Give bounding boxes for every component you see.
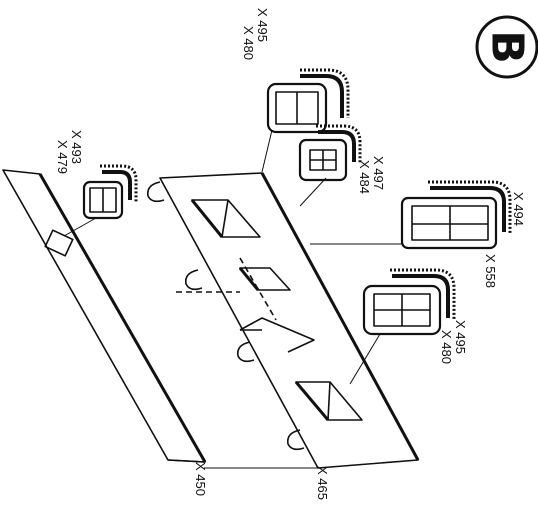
window-large <box>400 180 512 250</box>
label-center-window-b: X 484 <box>357 160 372 194</box>
label-large-window-a: X 494 <box>511 192 526 226</box>
window-top <box>266 68 350 134</box>
rear-wall-panel <box>146 172 420 469</box>
badge-letter: B <box>482 30 533 64</box>
window-lower <box>362 268 456 336</box>
label-lower-window-b: X 480 <box>439 330 454 364</box>
label-center-window-a: X 497 <box>371 156 386 190</box>
label-top-window-b: X 480 <box>241 26 256 60</box>
label-left-window-a: X 493 <box>69 130 84 164</box>
label-rear-wall: X 465 <box>315 466 330 500</box>
window-center <box>298 124 362 182</box>
badge-circle <box>475 15 538 79</box>
front-wall-panel <box>2 169 207 463</box>
window-left <box>82 164 138 220</box>
label-large-window-b: X 558 <box>483 254 498 288</box>
label-left-window-b: X 479 <box>55 140 70 174</box>
label-front-wall: X 450 <box>193 462 208 496</box>
label-top-window-a: X 495 <box>255 8 270 42</box>
label-lower-window-a: X 495 <box>453 320 468 354</box>
leader-lines <box>63 129 402 469</box>
